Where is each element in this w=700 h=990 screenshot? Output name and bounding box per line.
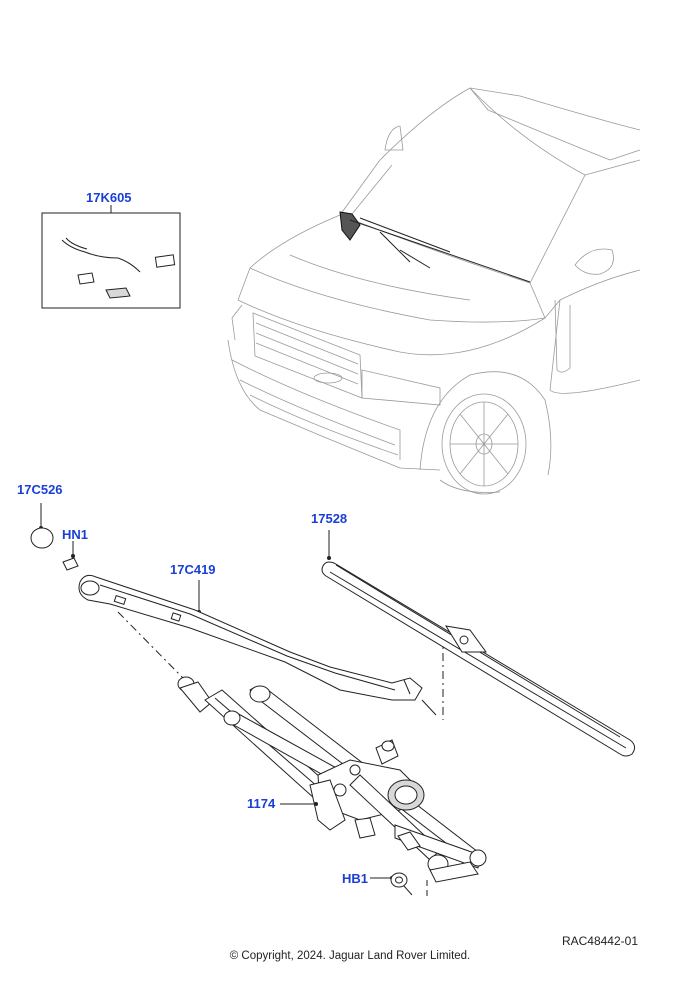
callout-1174[interactable]: 1174 <box>247 796 276 811</box>
callout-17c419[interactable]: 17C419 <box>170 562 216 577</box>
nut[interactable] <box>62 541 79 571</box>
callout-17c526[interactable]: 17C526 <box>17 482 63 497</box>
callout-hb1[interactable]: HB1 <box>342 871 369 886</box>
copyright-notice: © Copyright, 2024. Jaguar Land Rover Lim… <box>229 950 471 962</box>
callout-17528[interactable]: 17528 <box>311 511 348 526</box>
arm-cap[interactable] <box>30 503 54 549</box>
diagram-reference: RAC48442-01 <box>561 934 638 948</box>
vehicle-outline <box>227 87 641 495</box>
bolt[interactable] <box>370 872 413 896</box>
callout-hn1[interactable]: HN1 <box>62 527 89 542</box>
wiper-motor-linkage[interactable] <box>177 676 487 883</box>
wiper-arm[interactable] <box>78 574 423 701</box>
wiper-blade[interactable] <box>321 530 636 757</box>
assembly-guides <box>117 611 444 900</box>
callout-17k605[interactable]: 17K605 <box>86 190 132 205</box>
harness-kit-box[interactable] <box>41 205 181 309</box>
